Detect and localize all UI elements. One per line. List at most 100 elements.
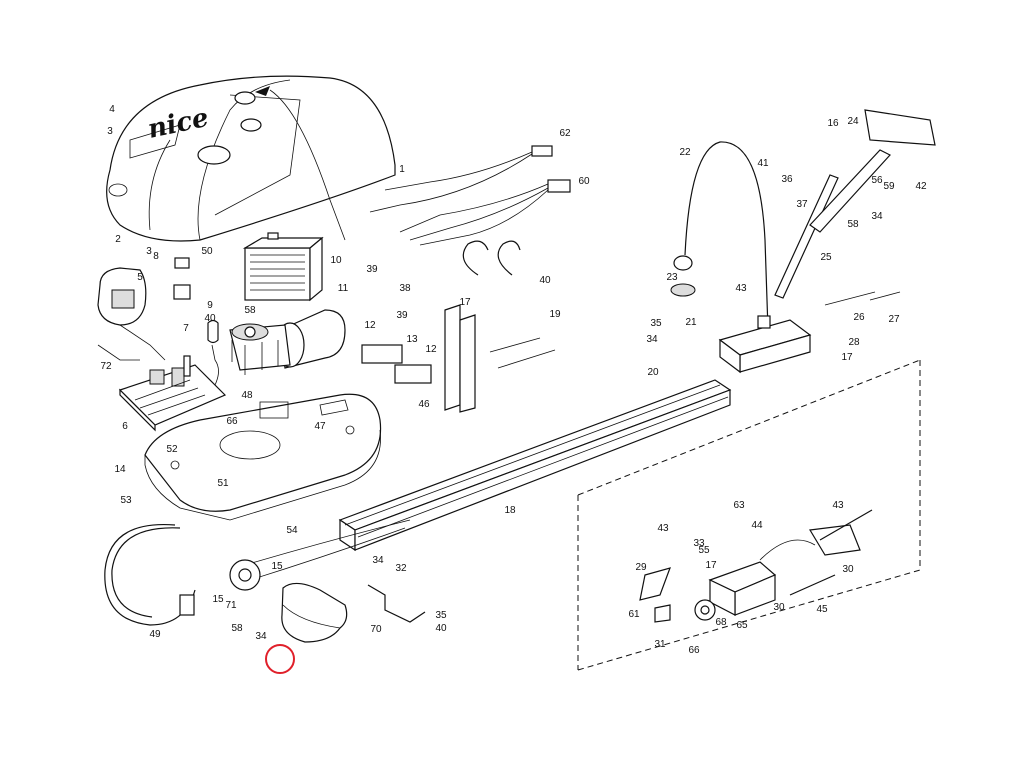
callout-56: 56	[871, 175, 883, 186]
callout-49: 49	[149, 629, 161, 640]
callout-44: 44	[751, 520, 763, 531]
callout-1: 1	[399, 164, 405, 175]
callout-34: 34	[871, 211, 883, 222]
callout-72: 72	[100, 361, 112, 372]
callout-5: 5	[137, 272, 143, 283]
callout-33: 33	[693, 538, 705, 549]
callout-6: 6	[122, 421, 128, 432]
callout-34: 34	[255, 631, 267, 642]
cable-clips	[462, 240, 521, 276]
callout-13: 13	[406, 334, 418, 345]
callout-26: 26	[853, 312, 865, 323]
callout-58: 58	[244, 305, 256, 316]
callout-63: 63	[733, 500, 745, 511]
callout-11: 11	[338, 283, 349, 294]
inset-assembly	[639, 509, 873, 623]
part-highlight-ring	[265, 644, 295, 674]
callout-55: 55	[698, 545, 710, 556]
link-chain	[489, 337, 556, 369]
callout-32: 32	[395, 563, 407, 574]
callout-40: 40	[435, 623, 447, 634]
trolley	[718, 315, 812, 374]
callout-40: 40	[204, 313, 216, 324]
transformer	[242, 232, 324, 302]
callout-60: 60	[578, 176, 590, 187]
callout-65: 65	[736, 620, 748, 631]
sprocket	[229, 559, 261, 591]
callout-68: 68	[715, 617, 727, 628]
callout-14: 14	[114, 464, 126, 475]
callout-43: 43	[657, 523, 669, 534]
drive-chain	[244, 519, 411, 581]
callout-15: 15	[212, 594, 224, 605]
callout-70: 70	[370, 624, 382, 635]
callout-17: 17	[459, 297, 471, 308]
callout-42: 42	[915, 181, 927, 192]
callout-61: 61	[628, 609, 640, 620]
callout-labels: 1233456789101112121314151516171717181920…	[100, 104, 927, 656]
callout-34: 34	[646, 334, 658, 345]
callout-20: 20	[647, 367, 659, 378]
small-components	[97, 257, 219, 386]
callout-10: 10	[330, 255, 342, 266]
callout-3: 3	[107, 126, 113, 137]
callout-40: 40	[539, 275, 551, 286]
callout-45: 45	[816, 604, 828, 615]
callout-46: 46	[418, 399, 430, 410]
callout-12: 12	[364, 320, 376, 331]
callout-54: 54	[286, 525, 298, 536]
callout-15: 15	[271, 561, 283, 572]
tension-chain	[824, 291, 901, 306]
callout-39: 39	[396, 310, 408, 321]
callout-27: 27	[888, 314, 900, 325]
callout-22: 22	[679, 147, 691, 158]
callout-34: 34	[372, 555, 384, 566]
callout-18: 18	[504, 505, 516, 516]
callout-52: 52	[166, 444, 178, 455]
callout-35: 35	[650, 318, 662, 329]
callout-28: 28	[848, 337, 860, 348]
callout-41: 41	[757, 158, 769, 169]
callout-50: 50	[201, 246, 213, 257]
callout-38: 38	[399, 283, 411, 294]
callout-17: 17	[705, 560, 717, 571]
callout-29: 29	[635, 562, 647, 573]
callout-25: 25	[820, 252, 832, 263]
callout-66: 66	[226, 416, 238, 427]
callout-2: 2	[115, 234, 121, 245]
callout-30: 30	[842, 564, 854, 575]
callout-24: 24	[847, 116, 859, 127]
callout-47: 47	[314, 421, 326, 432]
wiring-harness	[369, 145, 571, 246]
callout-35: 35	[435, 610, 447, 621]
limit-switch	[361, 344, 403, 364]
limit-switch-2	[394, 364, 432, 384]
callout-3: 3	[146, 246, 152, 257]
base-plate	[144, 393, 382, 521]
callout-30: 30	[773, 602, 785, 613]
door-arm	[774, 109, 936, 299]
callout-58: 58	[847, 219, 859, 230]
callout-43: 43	[832, 500, 844, 511]
callout-31: 31	[654, 639, 666, 650]
callout-7: 7	[183, 323, 189, 334]
motor-cover: nice	[106, 75, 396, 242]
motor-gearbox	[229, 309, 346, 375]
rail	[338, 379, 732, 552]
callout-12: 12	[425, 344, 437, 355]
callout-53: 53	[120, 495, 132, 506]
callout-51: 51	[217, 478, 229, 489]
callout-17: 17	[841, 352, 853, 363]
callout-16: 16	[827, 118, 839, 129]
callout-36: 36	[781, 174, 793, 185]
callout-8: 8	[153, 251, 159, 262]
callout-66: 66	[688, 645, 700, 656]
power-cord	[104, 523, 196, 626]
callout-48: 48	[241, 390, 253, 401]
callout-39: 39	[366, 264, 378, 275]
callout-58: 58	[231, 623, 243, 634]
callout-9: 9	[207, 300, 213, 311]
callout-19: 19	[549, 309, 561, 320]
